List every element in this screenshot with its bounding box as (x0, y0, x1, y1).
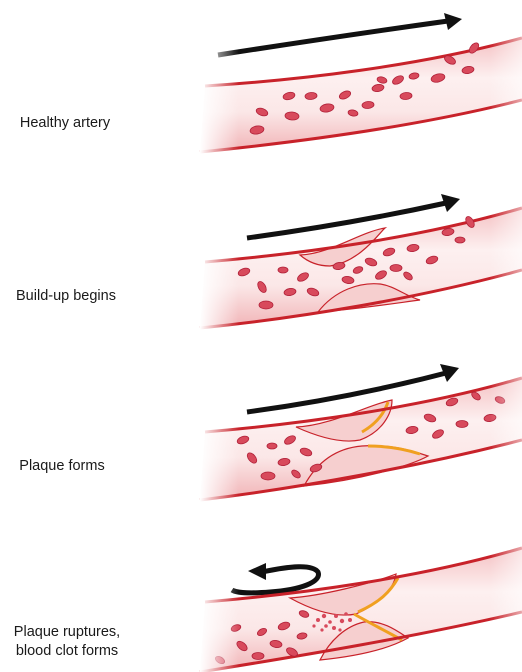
artery-plaque-ruptures (200, 540, 522, 672)
artery-plaque-forms (200, 364, 522, 505)
artery-build-up (200, 194, 522, 335)
flow-arrowhead (444, 13, 462, 30)
artery-healthy (200, 13, 522, 160)
